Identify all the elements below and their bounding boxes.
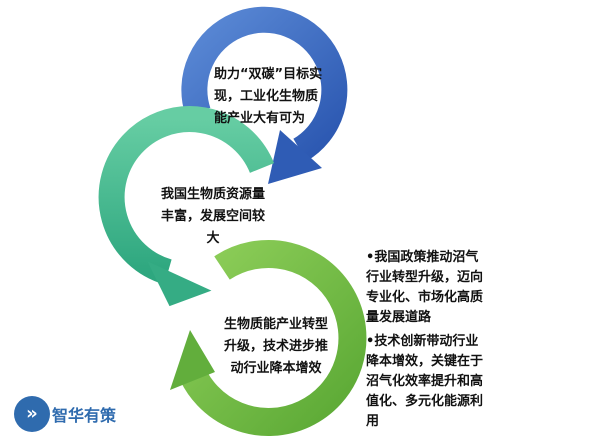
bullet-item: •我国政策推动沼气行业转型升级，迈向专业化、市场化高质量发展道路 (366, 250, 484, 325)
bullet-list: •我国政策推动沼气行业转型升级，迈向专业化、市场化高质量发展道路 •技术创新带动… (366, 248, 490, 432)
watermark-text: 智华有策 (52, 406, 117, 425)
step-1-text: 助力“双碳”目标实现，工业化生物质能产业大有可为 (214, 67, 323, 126)
step-2-text: 我国生物质资源量丰富，发展空间较大 (160, 187, 265, 246)
bullet-text: 技术创新带动行业降本增效，关键在于沼气化效率提升和高值化、多元化能源利用 (366, 334, 484, 429)
green-arrow (170, 240, 367, 436)
blue-arrow (181, 6, 348, 184)
bullet-text: 我国政策推动沼气行业转型升级，迈向专业化、市场化高质量发展道路 (366, 250, 484, 325)
watermark-logo: » 智华有策 (14, 396, 116, 432)
teal-arrow (98, 106, 275, 307)
step-3-text: 生物质能产业转型升级，技术进步推动行业降本增效 (223, 317, 328, 376)
bullet-item: •技术创新带动行业降本增效，关键在于沼气化效率提升和高值化、多元化能源利用 (366, 334, 484, 429)
logo-chevrons-icon: » (14, 396, 50, 432)
